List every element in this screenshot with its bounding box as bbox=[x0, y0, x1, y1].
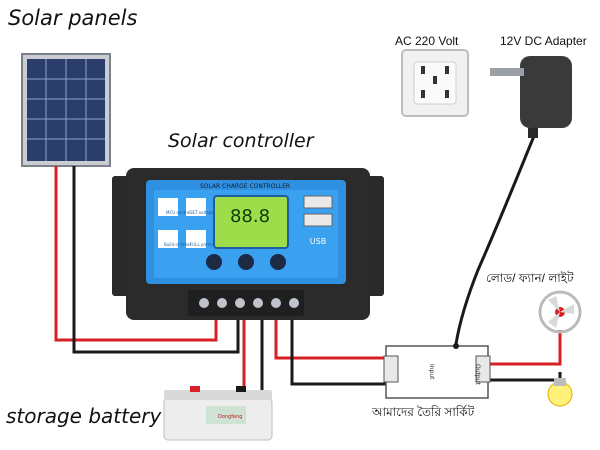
controller-header: SOLAR CHARGE CONTROLLER bbox=[200, 183, 290, 190]
load-negative-wire bbox=[490, 372, 562, 382]
panel-negative-wire bbox=[72, 166, 240, 354]
storage-battery-icon bbox=[163, 386, 273, 441]
mcu-label: MCU control bbox=[166, 210, 190, 215]
board-input-negative-wire bbox=[290, 318, 388, 386]
fan-icon bbox=[538, 290, 582, 334]
full-label: FULL protect bbox=[190, 242, 216, 247]
load-label: লোড/ ফ্যান/ লাইট bbox=[486, 271, 574, 285]
set-label: SET voltage bbox=[190, 210, 214, 215]
circuit-label: আমাদের তৈরি সার্কিট bbox=[372, 405, 475, 419]
light-bulb-icon bbox=[547, 378, 573, 407]
solar-panels-label: Solar panels bbox=[8, 6, 138, 30]
board-input-positive-wire bbox=[274, 318, 386, 360]
output-label: Output bbox=[474, 364, 481, 385]
dc-adapter-icon bbox=[490, 56, 572, 138]
timer-label: Build-in timer bbox=[164, 242, 191, 247]
solar-panel-icon bbox=[21, 53, 111, 167]
load-positive-wire bbox=[490, 330, 562, 366]
adapter-cable bbox=[454, 135, 536, 345]
solar-controller-device bbox=[112, 168, 384, 320]
lcd-value: 88.8 bbox=[230, 206, 270, 227]
circuit-board bbox=[383, 343, 491, 399]
panel-positive-wire bbox=[54, 166, 218, 342]
storage-battery-label: storage battery bbox=[6, 404, 162, 428]
battery-brand: Dongfeng bbox=[218, 414, 242, 420]
wall-socket-icon bbox=[401, 49, 469, 117]
input-label: Input bbox=[428, 364, 435, 380]
usb-label: USB bbox=[310, 237, 326, 246]
solar-controller-label: Solar controller bbox=[168, 130, 314, 152]
ac-220-label: AC 220 Volt bbox=[395, 34, 459, 48]
dc-adapter-label: 12V DC Adapter bbox=[500, 34, 587, 48]
